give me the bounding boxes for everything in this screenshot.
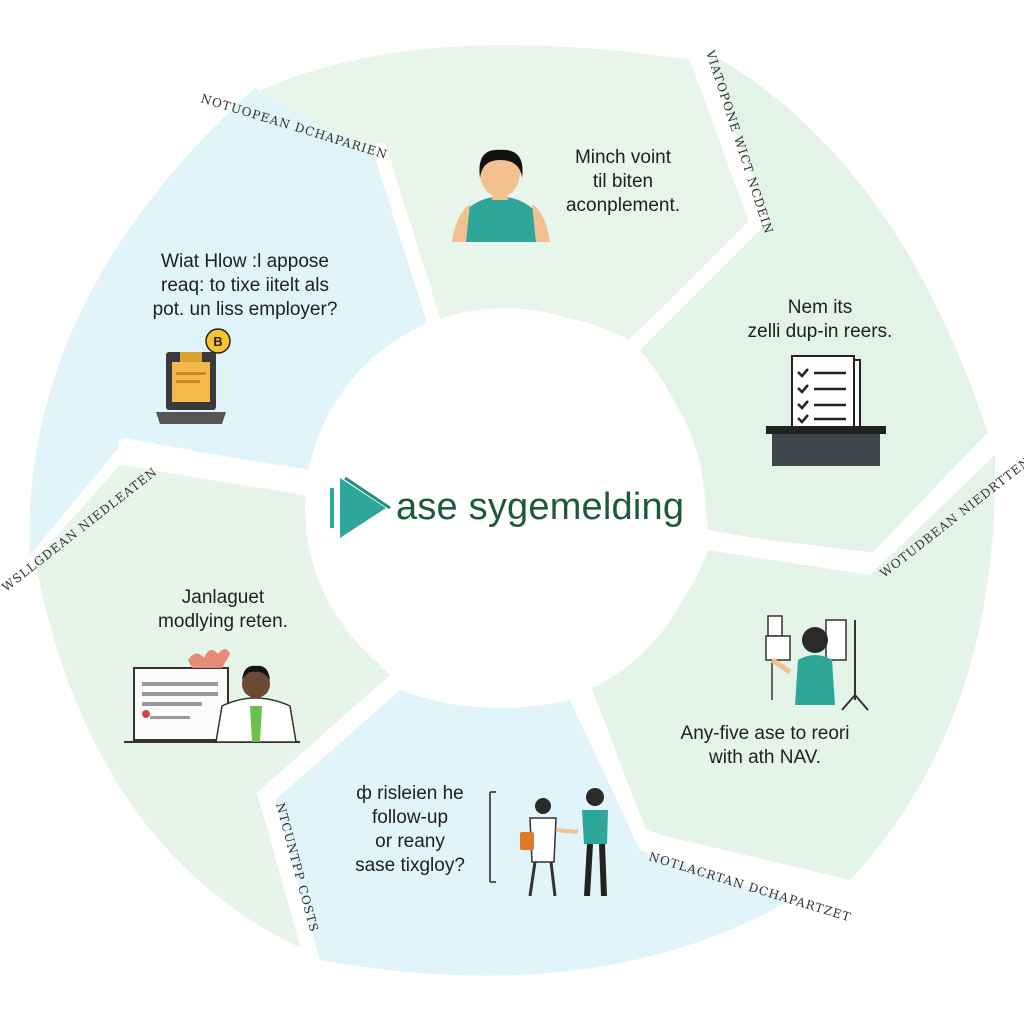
segment-bottom-line: sase tixgloy? <box>355 855 465 876</box>
segment-bottom-right-text: Any-five ase to reori with ath NAV. <box>660 722 870 770</box>
segment-left-line: modlying reten. <box>158 611 288 632</box>
doctor-report-icon <box>124 649 300 743</box>
center-circle <box>305 308 705 708</box>
segment-top-left-line: pot. un liss employer? <box>152 299 338 320</box>
segment-bottom-line: follow-up <box>371 807 449 828</box>
play-arrow-logo-icon <box>330 476 391 538</box>
segment-right-line: zelli dup-in reers. <box>747 321 893 342</box>
segment-left-text: Janlaguet modlying reten. <box>118 586 328 634</box>
segment-top-left <box>29 88 431 555</box>
segment-bottom-text: ф risleien he follow-up or reany sase ti… <box>330 782 490 878</box>
segment-top-text: Minch voint til biten aconplement. <box>548 146 698 218</box>
laptop-document-icon: B <box>156 328 231 424</box>
segment-top-line: Minch voint <box>574 147 672 168</box>
segment-top-left-line: reaq: to tixe iitelt als <box>161 275 329 296</box>
checklist-document-icon <box>766 355 886 466</box>
segment-bottom-right-line: with ath NAV. <box>709 747 821 768</box>
segment-right-line: Nem its <box>787 297 853 318</box>
person-icon <box>452 149 550 242</box>
segment-top-left-text: Wiat Hlow :l appose reaq: to tixe iitelt… <box>130 250 360 322</box>
person-at-screen-icon <box>765 615 869 711</box>
svg-text:B: B <box>213 334 222 349</box>
segment-left-line: Janlaguet <box>181 587 265 608</box>
segment-bottom-line: ф risleien he <box>356 783 464 804</box>
doctor-patient-icon <box>489 788 608 897</box>
segment-bottom-line: or reany <box>375 831 445 852</box>
segment-dividers <box>118 48 997 962</box>
segment-top-left-line: Wiat Hlow :l appose <box>161 251 329 272</box>
segment-right <box>640 52 990 560</box>
center-title: ase sygemelding <box>396 486 685 528</box>
segment-top-line: aconplement. <box>565 195 681 216</box>
segment-bottom-right-line: Any-five ase to reori <box>680 723 850 744</box>
segment-top-line: til biten <box>592 171 654 192</box>
segment-right-text: Nem its zelli dup-in reers. <box>730 296 910 344</box>
